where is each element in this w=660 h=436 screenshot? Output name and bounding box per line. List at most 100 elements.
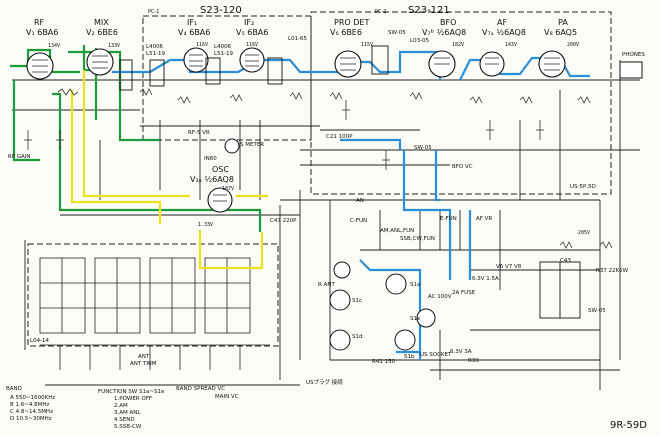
label-s1e: S1e xyxy=(410,316,421,322)
legend-function-4: 5.SSB-CW xyxy=(114,424,142,430)
bandswitch-outline xyxy=(27,243,279,347)
label-ant: ANT xyxy=(138,354,150,360)
label-l51: L51-19 xyxy=(146,51,166,57)
voltage-2: 133V xyxy=(108,43,120,49)
stage-if1-name: IF₁ xyxy=(187,18,197,27)
legend-function-3: 4.SEND xyxy=(114,417,135,423)
tubes xyxy=(26,47,566,213)
label-fuse: 2A FUSE xyxy=(452,290,476,296)
stage-rf-tube: V₁ 6BA6 xyxy=(26,28,58,37)
voltage-3: 116V xyxy=(196,42,208,48)
legend-band-title: BAND xyxy=(6,386,22,392)
legend-function-0: 1.POWER OFF xyxy=(114,396,152,402)
label-s1a: S1a xyxy=(410,282,420,288)
voltage-9: 187V xyxy=(222,186,234,192)
label-c21: C21 100P xyxy=(326,134,353,140)
legend-function-1: 2.AM xyxy=(114,403,128,409)
label-in60: IN60 xyxy=(204,156,217,162)
stage-if1-tube: V₄ 6BA6 xyxy=(178,28,210,37)
wiring-yellow xyxy=(70,70,268,270)
label-r37: R37 22K5W xyxy=(596,268,629,274)
legend-band-2: C 4.8~14.5MHz xyxy=(10,409,53,415)
label-l03: L03-05 xyxy=(410,38,430,44)
switch-s1d xyxy=(329,329,351,351)
label-an: AN xyxy=(356,198,364,204)
stage-pa-tube: V₈ 6AQ5 xyxy=(544,28,577,37)
model-number: 9R-59D xyxy=(610,420,647,431)
label-s1d: S1d xyxy=(352,334,362,340)
stage-bfo-name: BFO xyxy=(440,18,456,27)
stage-rf-name: RF xyxy=(34,18,45,27)
label-l4006a: L4006 xyxy=(146,44,164,50)
pc1-tag: PC-1 xyxy=(148,9,160,15)
stage-prodet-tube: V₆ 6BE6 xyxy=(330,28,362,37)
label-c43: C43 xyxy=(560,258,571,264)
misc-labels: RF GAIN S METER PHONES ANT ANT TRIM BAND… xyxy=(8,30,645,400)
label-r-ant: R ANT xyxy=(318,282,335,288)
label-rfvr: RF-5 VR xyxy=(188,130,210,136)
label-phones: PHONES xyxy=(622,52,645,58)
wiring-blue xyxy=(112,50,590,360)
label-heater2: 6.3V 3A xyxy=(450,349,472,355)
voltage-7: 143V xyxy=(505,42,517,48)
voltage-4: 116V xyxy=(246,42,258,48)
stage-if2-name: IF₂ xyxy=(244,18,254,27)
label-l51b: L51-19 xyxy=(214,51,234,57)
label-heater: 6.3V 1.5A xyxy=(472,276,499,282)
label-socket: US SOCKET xyxy=(420,352,452,358)
stage-af-name: AF xyxy=(497,18,507,27)
pc1-part: S23-120 xyxy=(200,5,242,16)
label-v6v8: V6 V7 V8 xyxy=(496,264,522,270)
switch-s1e xyxy=(416,308,436,328)
band-switch-wafers xyxy=(39,257,270,370)
label-l04: L04-14 xyxy=(30,338,50,344)
label-main-vc: MAIN VC xyxy=(215,394,239,400)
voltage-6: 182V xyxy=(452,42,464,48)
socket-us xyxy=(333,261,351,279)
label-us5: US-5P,5D xyxy=(570,184,596,190)
label-ant-trim: ANT TRIM xyxy=(130,361,157,367)
voltage-11: 205V xyxy=(578,230,590,236)
legend-function-title: FUNCTION SW S1a~S1e xyxy=(98,389,165,395)
label-sw05: SW-05 xyxy=(414,145,432,151)
meter-and-switches xyxy=(224,61,643,351)
stage-pa-name: PA xyxy=(558,18,568,27)
stage-mix-tube: V₂ 6BE6 xyxy=(86,28,118,37)
stage-if2-tube: V₅ 6BA6 xyxy=(236,28,268,37)
legend-band-1: B 1.6~4.8MHz xyxy=(10,402,50,408)
stage-mix-name: MIX xyxy=(94,18,109,27)
voltage-labels: 134V 133V 116V 116V 115V 182V 143V 200V … xyxy=(48,42,590,236)
transformers xyxy=(119,45,581,319)
tube-internals xyxy=(32,54,560,202)
legend: BAND A 550~1600KHz B 1.6~4.8MHz C 4.8~14… xyxy=(6,386,165,430)
label-cfun: C-FUN xyxy=(350,218,367,224)
label-ssbfun: SSB,CW,FUN xyxy=(400,236,435,242)
pc1-outline xyxy=(142,15,312,141)
label-r41: R41 150 xyxy=(372,359,396,365)
stage-osc-name: OSC xyxy=(212,165,229,174)
label-sw05b: SW-05 xyxy=(388,30,406,36)
label-sw05c: SW-05 xyxy=(588,308,606,314)
label-bfovc: BFO VC xyxy=(452,164,473,170)
voltage-10: 1.33V xyxy=(198,222,213,228)
stage-prodet-name: PRO DET xyxy=(334,18,369,27)
voltage-1: 134V xyxy=(48,43,60,49)
stage-af-tube: V₇ₐ ½6AQ8 xyxy=(482,28,526,37)
label-e-fun: E-FUN xyxy=(440,216,457,222)
voltage-5: 115V xyxy=(361,42,373,48)
board-outlines xyxy=(27,11,612,347)
switch-s1b xyxy=(394,329,416,351)
legend-band-0: A 550~1600KHz xyxy=(10,395,55,401)
board-labels: PC-1 S23-120 PC-2 S23-121 xyxy=(148,5,450,16)
stage-osc-tube: V₃ₐ ½6AQ8 xyxy=(190,175,234,184)
legend-band-3: D 10.5~30MHz xyxy=(10,416,52,422)
pc2-outline xyxy=(310,11,612,195)
label-s-meter: S METER xyxy=(240,142,264,148)
label-band-spread: BAND SPREAD VC xyxy=(176,386,225,392)
switch-s1c xyxy=(329,289,351,311)
stage-bfo-tube: V₇ᵇ ½6AQ8 xyxy=(422,28,466,37)
tube-if1 xyxy=(183,47,209,73)
label-l4006b: L4006 xyxy=(214,44,232,50)
